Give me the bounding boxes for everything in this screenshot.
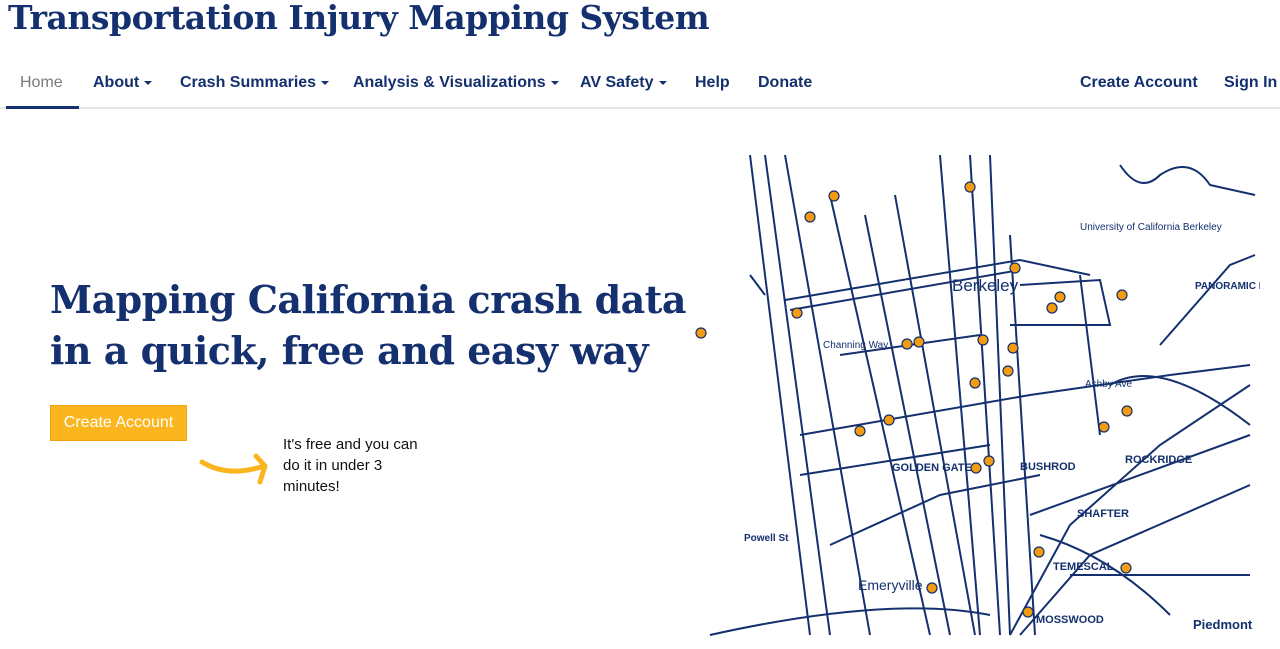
crash-marker [854, 425, 866, 437]
site-title: Transportation Injury Mapping System [8, 0, 710, 37]
nav-help[interactable]: Help [695, 74, 730, 91]
crash-marker [970, 462, 982, 474]
crash-marker [969, 377, 981, 389]
active-tab-indicator [6, 106, 79, 109]
map-label-piedmont: Piedmont [1193, 617, 1253, 632]
crash-marker [926, 582, 938, 594]
crash-marker [804, 211, 816, 223]
crash-marker [1116, 289, 1128, 301]
nav-crash-summaries-label: Crash Summaries [180, 74, 317, 91]
nav-about-label: About [93, 74, 140, 91]
map-label-temescal: TEMESCAL [1053, 561, 1114, 573]
map-label-mosswood: MOSSWOOD [1036, 614, 1104, 626]
crash-marker [1054, 291, 1066, 303]
crash-marker [1046, 302, 1058, 314]
crash-marker [1120, 562, 1132, 574]
crash-marker [1121, 405, 1133, 417]
crash-marker [695, 327, 707, 339]
create-account-button[interactable]: Create Account [50, 405, 187, 441]
crash-marker [1098, 421, 1110, 433]
signup-note: It's free and you can do it in under 3 m… [283, 436, 418, 495]
map-label-powell: Powell St [744, 533, 789, 544]
crash-marker [1002, 365, 1014, 377]
crash-marker [1009, 262, 1021, 274]
hero-line-2: in a quick, free and easy way [50, 328, 649, 373]
caret-down-icon [550, 80, 559, 85]
nav-sign-in[interactable]: Sign In [1224, 74, 1278, 91]
caret-down-icon [658, 80, 667, 85]
hero-heading: Mapping California crash data in a quick… [50, 274, 690, 376]
crash-marker [883, 414, 895, 426]
crash-marker [977, 334, 989, 346]
map-label-golden-gate: GOLDEN GATE [892, 462, 972, 474]
map-label-university: University of California Berkeley [1080, 222, 1222, 233]
crash-marker [983, 455, 995, 467]
map-label-ashby: Ashby Ave [1085, 379, 1133, 390]
map-label-bushrod: BUSHROD [1020, 461, 1076, 473]
map-label-emeryville: Emeryville [858, 577, 923, 593]
nav-about[interactable]: About [93, 74, 153, 92]
nav-analysis-label: Analysis & Visualizations [353, 74, 546, 91]
nav-donate[interactable]: Donate [758, 74, 813, 91]
nav-create-account[interactable]: Create Account [1080, 74, 1198, 91]
map-label-shafter: SHAFTER [1077, 508, 1129, 520]
main-nav: Home About Crash Summaries Analysis & Vi… [0, 62, 1280, 109]
crash-dots [695, 181, 1133, 618]
map-streets [709, 155, 1256, 636]
nav-crash-summaries[interactable]: Crash Summaries [180, 74, 330, 92]
crash-marker [828, 190, 840, 202]
crash-marker [1033, 546, 1045, 558]
crash-marker [913, 336, 925, 348]
crash-marker [964, 181, 976, 193]
crash-marker [901, 338, 913, 350]
nav-av-safety-label: AV Safety [580, 74, 654, 91]
map-label-berkeley: Berkeley [952, 276, 1019, 295]
map-label-panoramic: PANORAMIC HILL [1195, 281, 1260, 292]
nav-av-safety[interactable]: AV Safety [580, 74, 667, 92]
nav-analysis[interactable]: Analysis & Visualizations [353, 74, 559, 92]
curved-arrow-icon [199, 453, 268, 485]
nav-home[interactable]: Home [20, 74, 63, 91]
map-label-channing: Channing Way [823, 340, 888, 351]
caret-down-icon [144, 80, 153, 85]
hero-line-1: Mapping California crash data [50, 277, 686, 322]
caret-down-icon [321, 80, 330, 85]
crash-marker [1022, 606, 1034, 618]
crash-marker [1007, 342, 1019, 354]
crash-marker [791, 307, 803, 319]
map-label-rockridge: ROCKRIDGE [1125, 454, 1192, 466]
crash-map-illustration: Berkeley University of California Berkel… [695, 155, 1260, 636]
